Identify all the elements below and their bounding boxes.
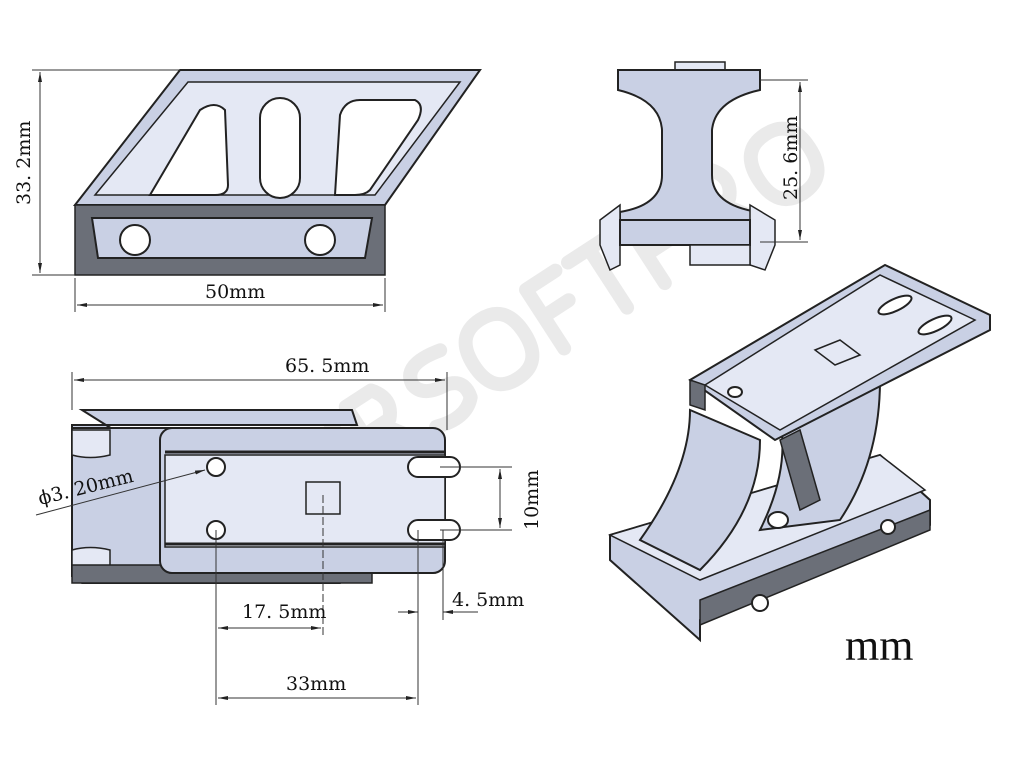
dim-hole-to-center: 17. 5mm (242, 601, 326, 623)
dim-front-height: 25. 6mm (780, 116, 802, 200)
screw-head-icon (304, 224, 336, 256)
dim-side-height: 33. 2mm (13, 121, 35, 205)
screw-head-icon (880, 519, 896, 535)
dim-top-length: 65. 5mm (285, 355, 369, 377)
dim-side-width: 50mm (205, 281, 265, 303)
screw-head-icon (751, 594, 769, 612)
screw-head-icon (119, 224, 151, 256)
dim-slot-spacing: 10mm (521, 470, 543, 530)
isometric-view (607, 263, 991, 643)
dim-hole-to-slot: 33mm (286, 673, 346, 695)
front-view (599, 61, 776, 272)
side-view (72, 69, 482, 276)
dim-slot-length: 4. 5mm (452, 589, 524, 611)
unit-label: mm (845, 621, 913, 670)
top-view (71, 409, 461, 584)
